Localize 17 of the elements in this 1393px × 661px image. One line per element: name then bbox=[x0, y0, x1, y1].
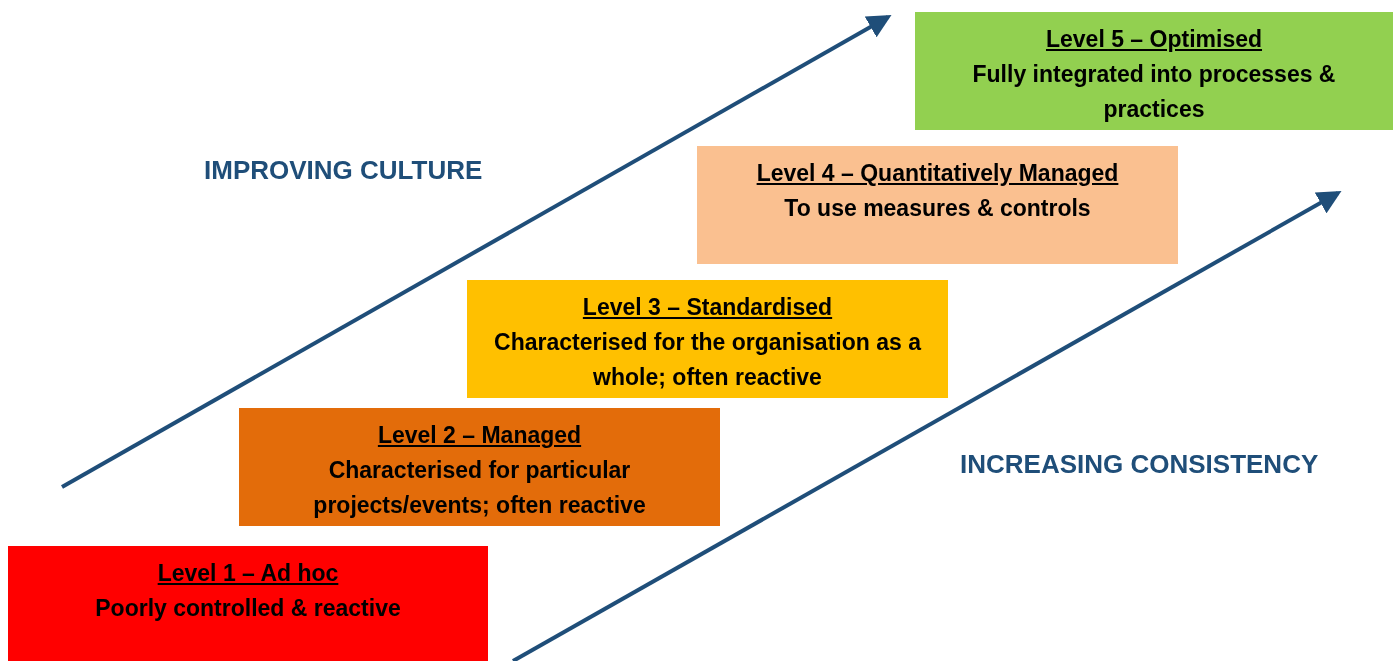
level-box bbox=[467, 280, 948, 398]
level-heading: Level 4 – Quantitatively Managed bbox=[755, 159, 1120, 188]
level-description: Characterised for particular projects/events; often reactive bbox=[312, 456, 647, 520]
level-heading: Level 3 – Standardised bbox=[581, 293, 834, 322]
axis-caption: INCREASING CONSISTENCY bbox=[960, 449, 1319, 480]
level-description: To use measures & controls bbox=[783, 194, 1092, 223]
level-description: Characterised for the organisation as a whole; often reactive bbox=[493, 328, 923, 392]
level-description: Fully integrated into processes & practices bbox=[971, 60, 1337, 124]
level-box bbox=[8, 546, 488, 661]
level-description: Poorly controlled & reactive bbox=[94, 594, 402, 623]
level-box bbox=[697, 146, 1178, 264]
level-heading: Level 5 – Optimised bbox=[1045, 25, 1263, 54]
axis-caption: IMPROVING CULTURE bbox=[204, 155, 483, 186]
level-box bbox=[915, 12, 1393, 130]
level-heading: Level 2 – Managed bbox=[376, 421, 583, 450]
level-box bbox=[239, 408, 720, 526]
level-heading: Level 1 – Ad hoc bbox=[156, 559, 340, 588]
